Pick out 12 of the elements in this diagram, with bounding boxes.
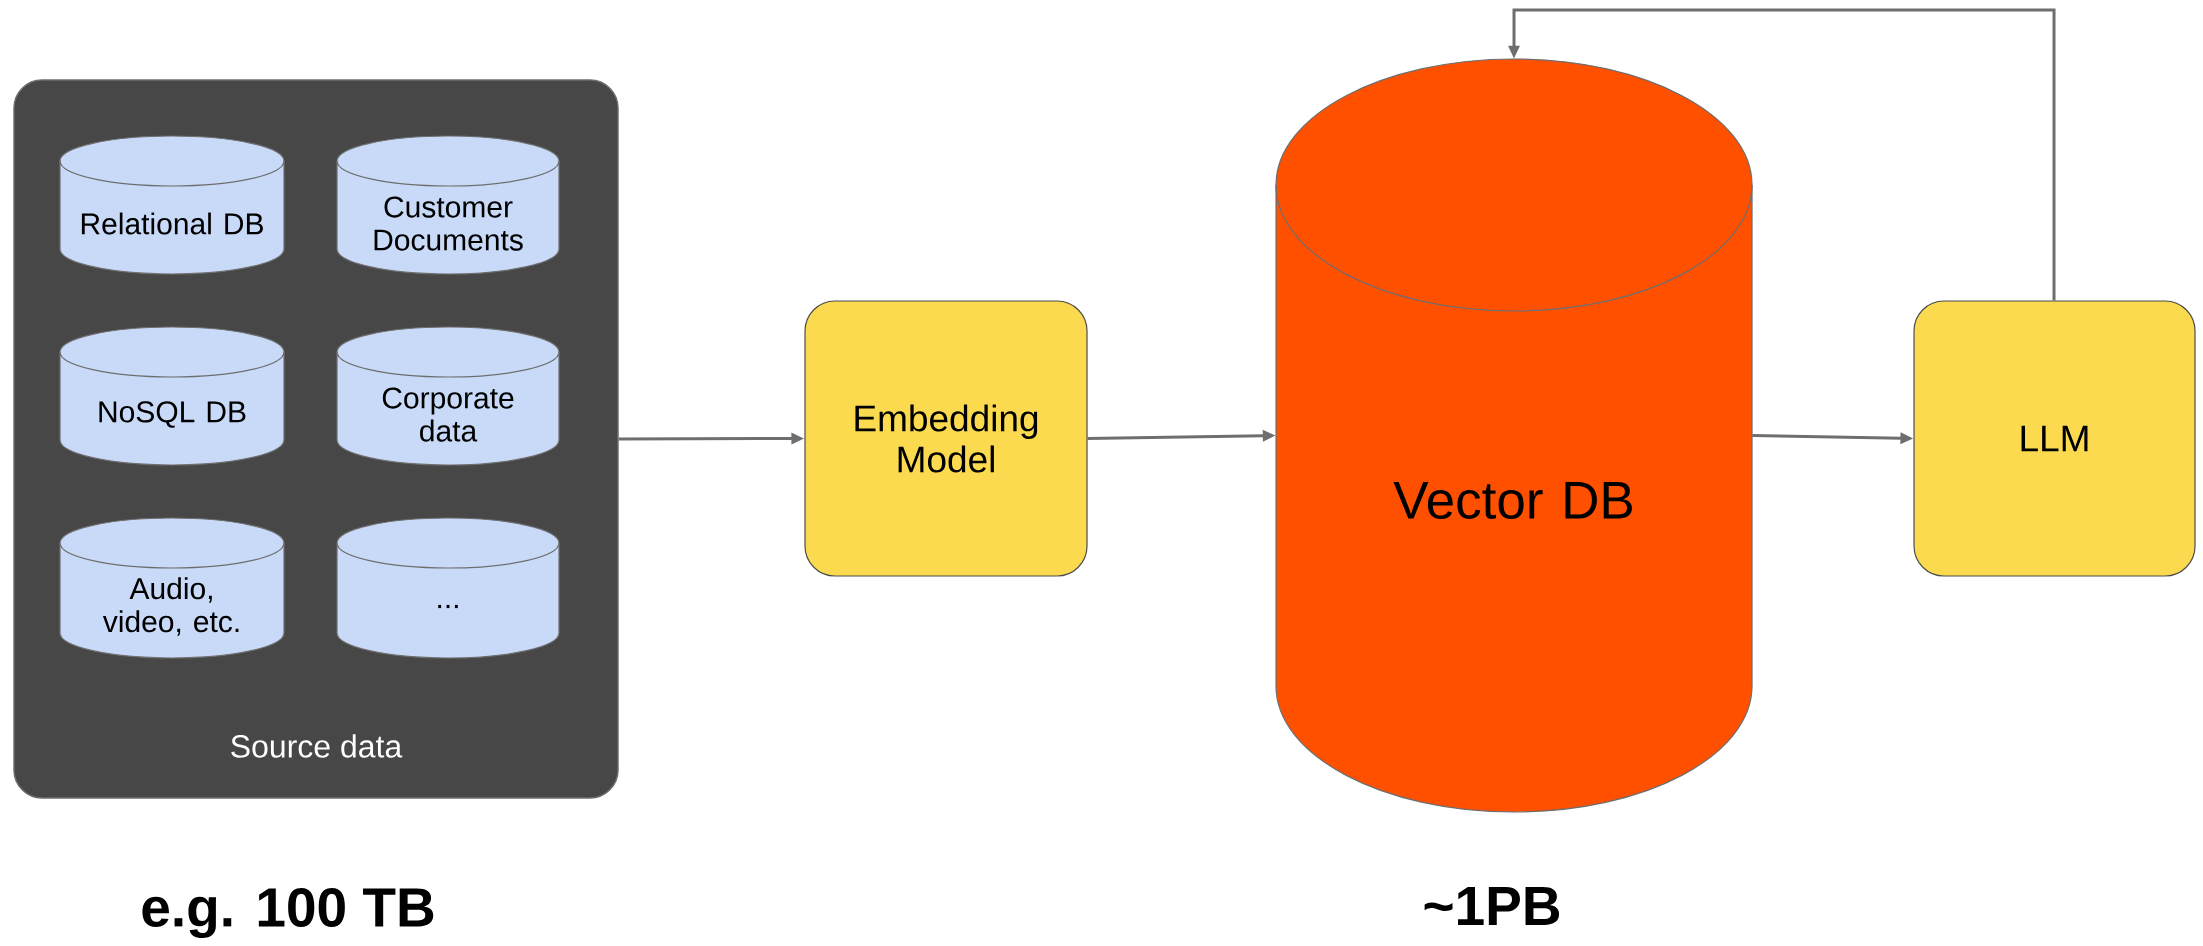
database-cylinder: ... bbox=[336, 517, 560, 659]
database-cylinder: Vector DB bbox=[1275, 58, 1753, 813]
size-label: ~1PB bbox=[1424, 887, 1560, 925]
database-cylinder: NoSQL DB bbox=[59, 326, 285, 466]
process-box: Embedding Model bbox=[804, 300, 1088, 577]
database-cylinder: Customer Documents bbox=[336, 135, 560, 275]
database-cylinder: Relational DB bbox=[59, 135, 285, 275]
process-box: LLM bbox=[1913, 300, 2196, 577]
size-label: e.g. 100 TB bbox=[142, 888, 434, 939]
arrow bbox=[1508, 8, 2056, 301]
database-cylinder: Corporate data bbox=[336, 326, 560, 466]
database-cylinder: Audio, video, etc. bbox=[59, 517, 285, 659]
